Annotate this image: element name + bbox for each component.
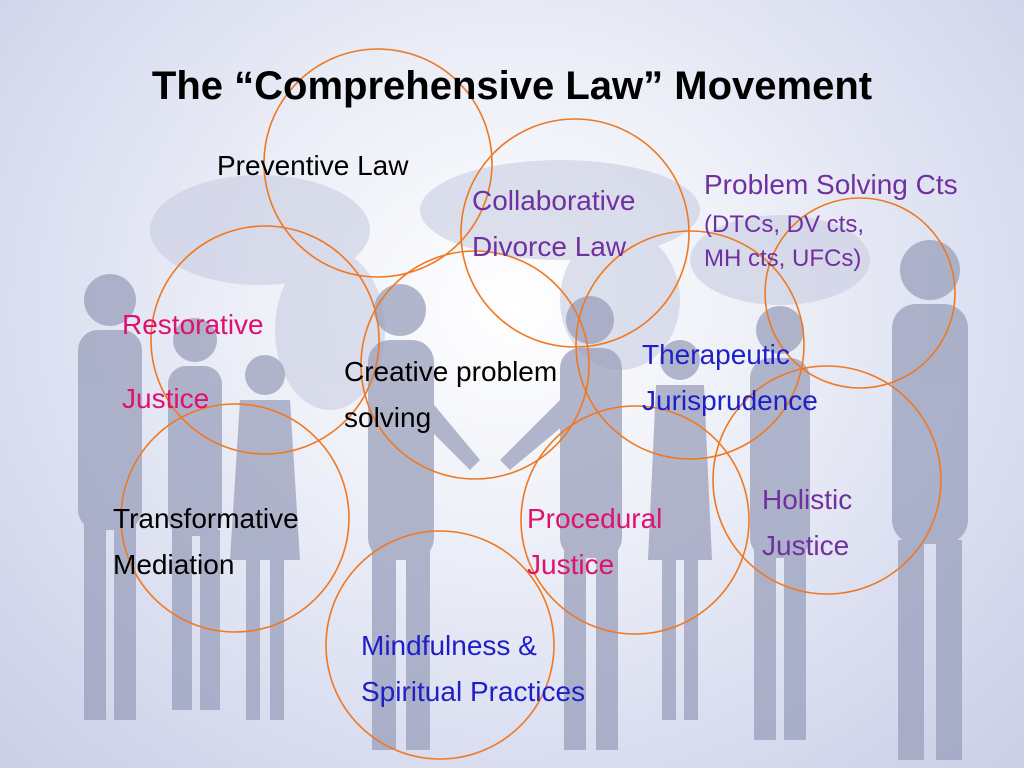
- circle-transformative-mediation: [120, 403, 350, 633]
- circle-collaborative-divorce: [460, 118, 690, 348]
- label-transformative-mediation: Transformative Mediation: [113, 503, 299, 580]
- circle-preventive-law: [263, 48, 493, 278]
- circle-restorative-justice: [150, 225, 380, 455]
- label-problem-solving-courts: Problem Solving Cts (DTCs, DV cts, MH ct…: [704, 169, 958, 272]
- circle-creative-problem-solving: [360, 250, 590, 480]
- label-preventive-law: Preventive Law: [217, 150, 409, 181]
- circle-procedural-justice: [520, 405, 750, 635]
- label-collaborative-divorce-law: Collaborative Divorce Law: [472, 185, 636, 262]
- label-procedural-justice: Procedural Justice: [527, 503, 663, 580]
- label-creative-problem-solving: Creative problem solving: [344, 356, 558, 433]
- label-mindfulness-spiritual-practices: Mindfulness & Spiritual Practices: [361, 630, 586, 707]
- slide-title: The “Comprehensive Law” Movement: [151, 64, 873, 108]
- circle-holistic-justice: [712, 365, 942, 595]
- circle-therapeutic-jurisprudence: [575, 230, 805, 460]
- circle-mindfulness: [325, 530, 555, 760]
- people-silhouettes-icon: [78, 240, 968, 760]
- circle-problem-solving: [764, 197, 956, 389]
- label-restorative-justice: Restorative Justice: [122, 309, 264, 414]
- label-holistic-justice: Holistic Justice: [762, 484, 853, 561]
- label-therapeutic-jurisprudence: Therapeutic Jurisprudence: [642, 339, 818, 416]
